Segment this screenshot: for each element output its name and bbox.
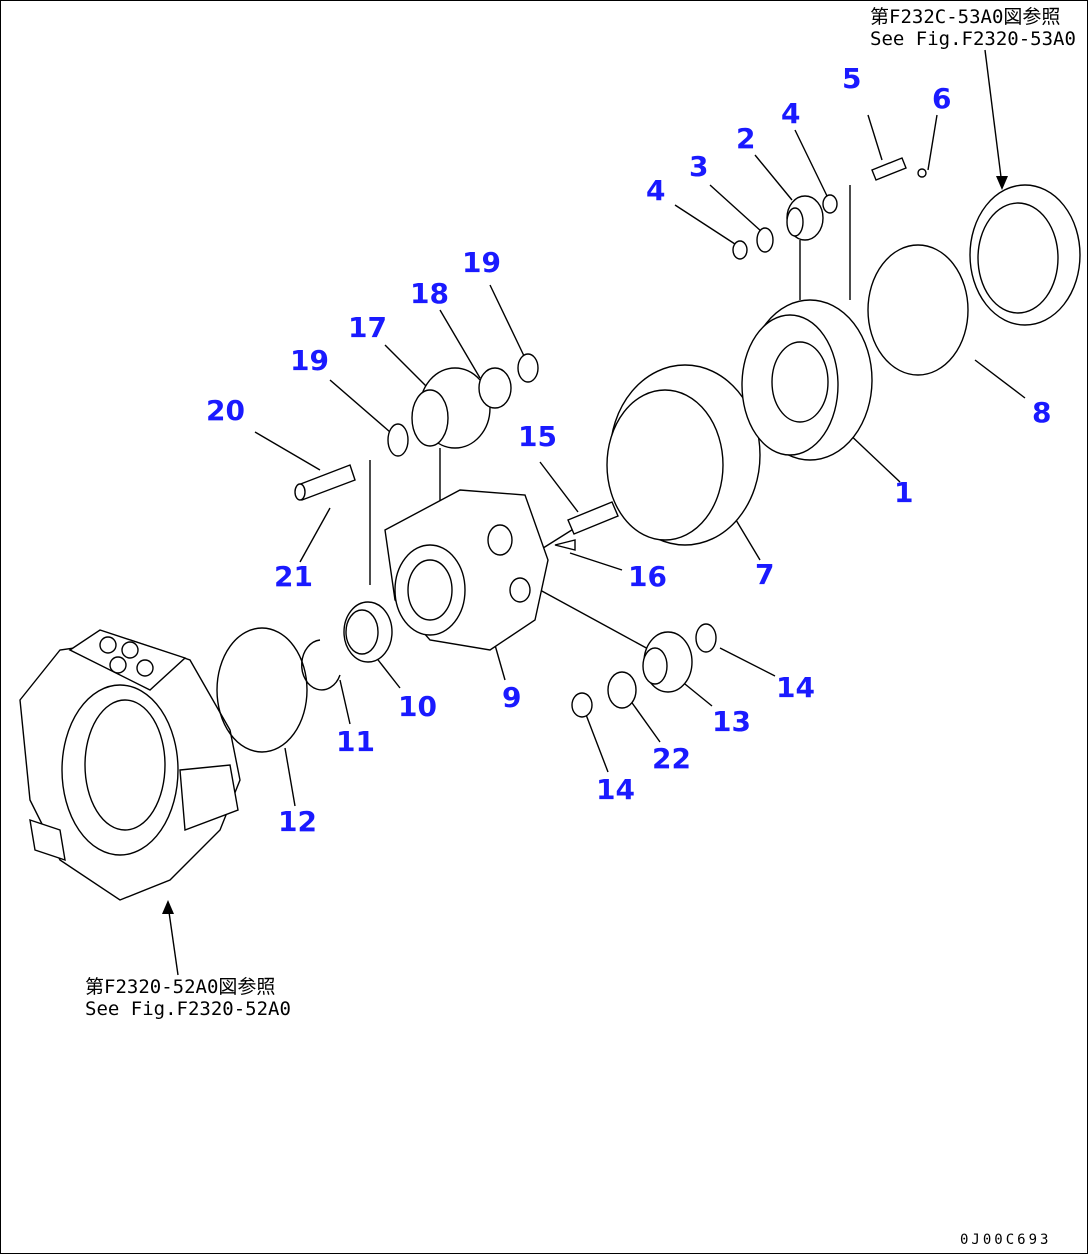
callout-16: 16 xyxy=(628,560,667,593)
washer-19b xyxy=(387,423,409,457)
washer-19a xyxy=(517,353,539,383)
callout-4: 4 xyxy=(646,174,666,207)
pin-5 xyxy=(871,157,907,181)
needle-bearing-18 xyxy=(478,367,512,409)
cover-plate xyxy=(969,184,1081,326)
callout-14: 14 xyxy=(776,671,815,704)
lock-pin-6 xyxy=(917,168,927,178)
needle-bearing-22 xyxy=(607,671,637,709)
callout-5: 5 xyxy=(842,62,862,95)
callout-9: 9 xyxy=(502,681,522,714)
pin-20 xyxy=(294,464,356,501)
callout-18: 18 xyxy=(410,277,449,310)
callout-12: 12 xyxy=(278,805,317,838)
callout-1: 1 xyxy=(894,476,914,509)
bearing-10 xyxy=(343,601,393,663)
washer-4b xyxy=(822,194,838,214)
reference-note-bottom-left: 第F2320-52A0図参照 See Fig.F2320-52A0 xyxy=(85,976,291,1020)
reference-jp: 第F2320-52A0図参照 xyxy=(85,976,276,998)
washer-14b xyxy=(571,692,593,718)
callout-15: 15 xyxy=(518,420,557,453)
needle-bearing-3 xyxy=(756,227,774,253)
callout-17: 17 xyxy=(348,311,387,344)
lock-pin-16 xyxy=(554,539,576,551)
callout-21: 21 xyxy=(274,560,313,593)
callout-13: 13 xyxy=(712,705,751,738)
callout-14: 14 xyxy=(596,773,635,806)
callout-10: 10 xyxy=(398,690,437,723)
callout-3: 3 xyxy=(689,150,709,183)
ring-11 xyxy=(301,639,341,691)
callout-20: 20 xyxy=(206,394,245,427)
callout-4: 4 xyxy=(781,97,801,130)
ring-gear-7 xyxy=(606,364,761,546)
arrow-head xyxy=(996,176,1008,190)
reference-en: See Fig.F2320-52A0 xyxy=(85,998,291,1020)
callout-7: 7 xyxy=(755,558,775,591)
snap-ring-12 xyxy=(216,627,308,753)
drawing-code: 0J00C693 xyxy=(960,1232,1052,1248)
planet-gear-13 xyxy=(642,631,693,693)
washer-14a xyxy=(695,623,717,653)
planet-gear-2 xyxy=(786,195,824,241)
carrier-housing xyxy=(19,629,241,901)
callout-8: 8 xyxy=(1032,396,1052,429)
reference-jp: 第F232C-53A0図参照 xyxy=(870,6,1061,28)
callout-6: 6 xyxy=(932,82,952,115)
callout-2: 2 xyxy=(736,122,756,155)
callout-19: 19 xyxy=(462,246,501,279)
o-ring-8 xyxy=(867,244,969,376)
callout-11: 11 xyxy=(336,725,375,758)
reference-en: See Fig.F2320-53A0 xyxy=(870,28,1076,50)
planet-carrier-9 xyxy=(384,489,549,651)
reference-note-top-right: 第F232C-53A0図参照 See Fig.F2320-53A0 xyxy=(870,6,1076,50)
washer-4a xyxy=(732,240,748,260)
callout-19: 19 xyxy=(290,344,329,377)
pin-15 xyxy=(567,501,619,535)
callout-22: 22 xyxy=(652,742,691,775)
planet-gear-17 xyxy=(411,367,491,449)
hub-1 xyxy=(741,299,873,461)
arrow-head xyxy=(162,900,174,914)
